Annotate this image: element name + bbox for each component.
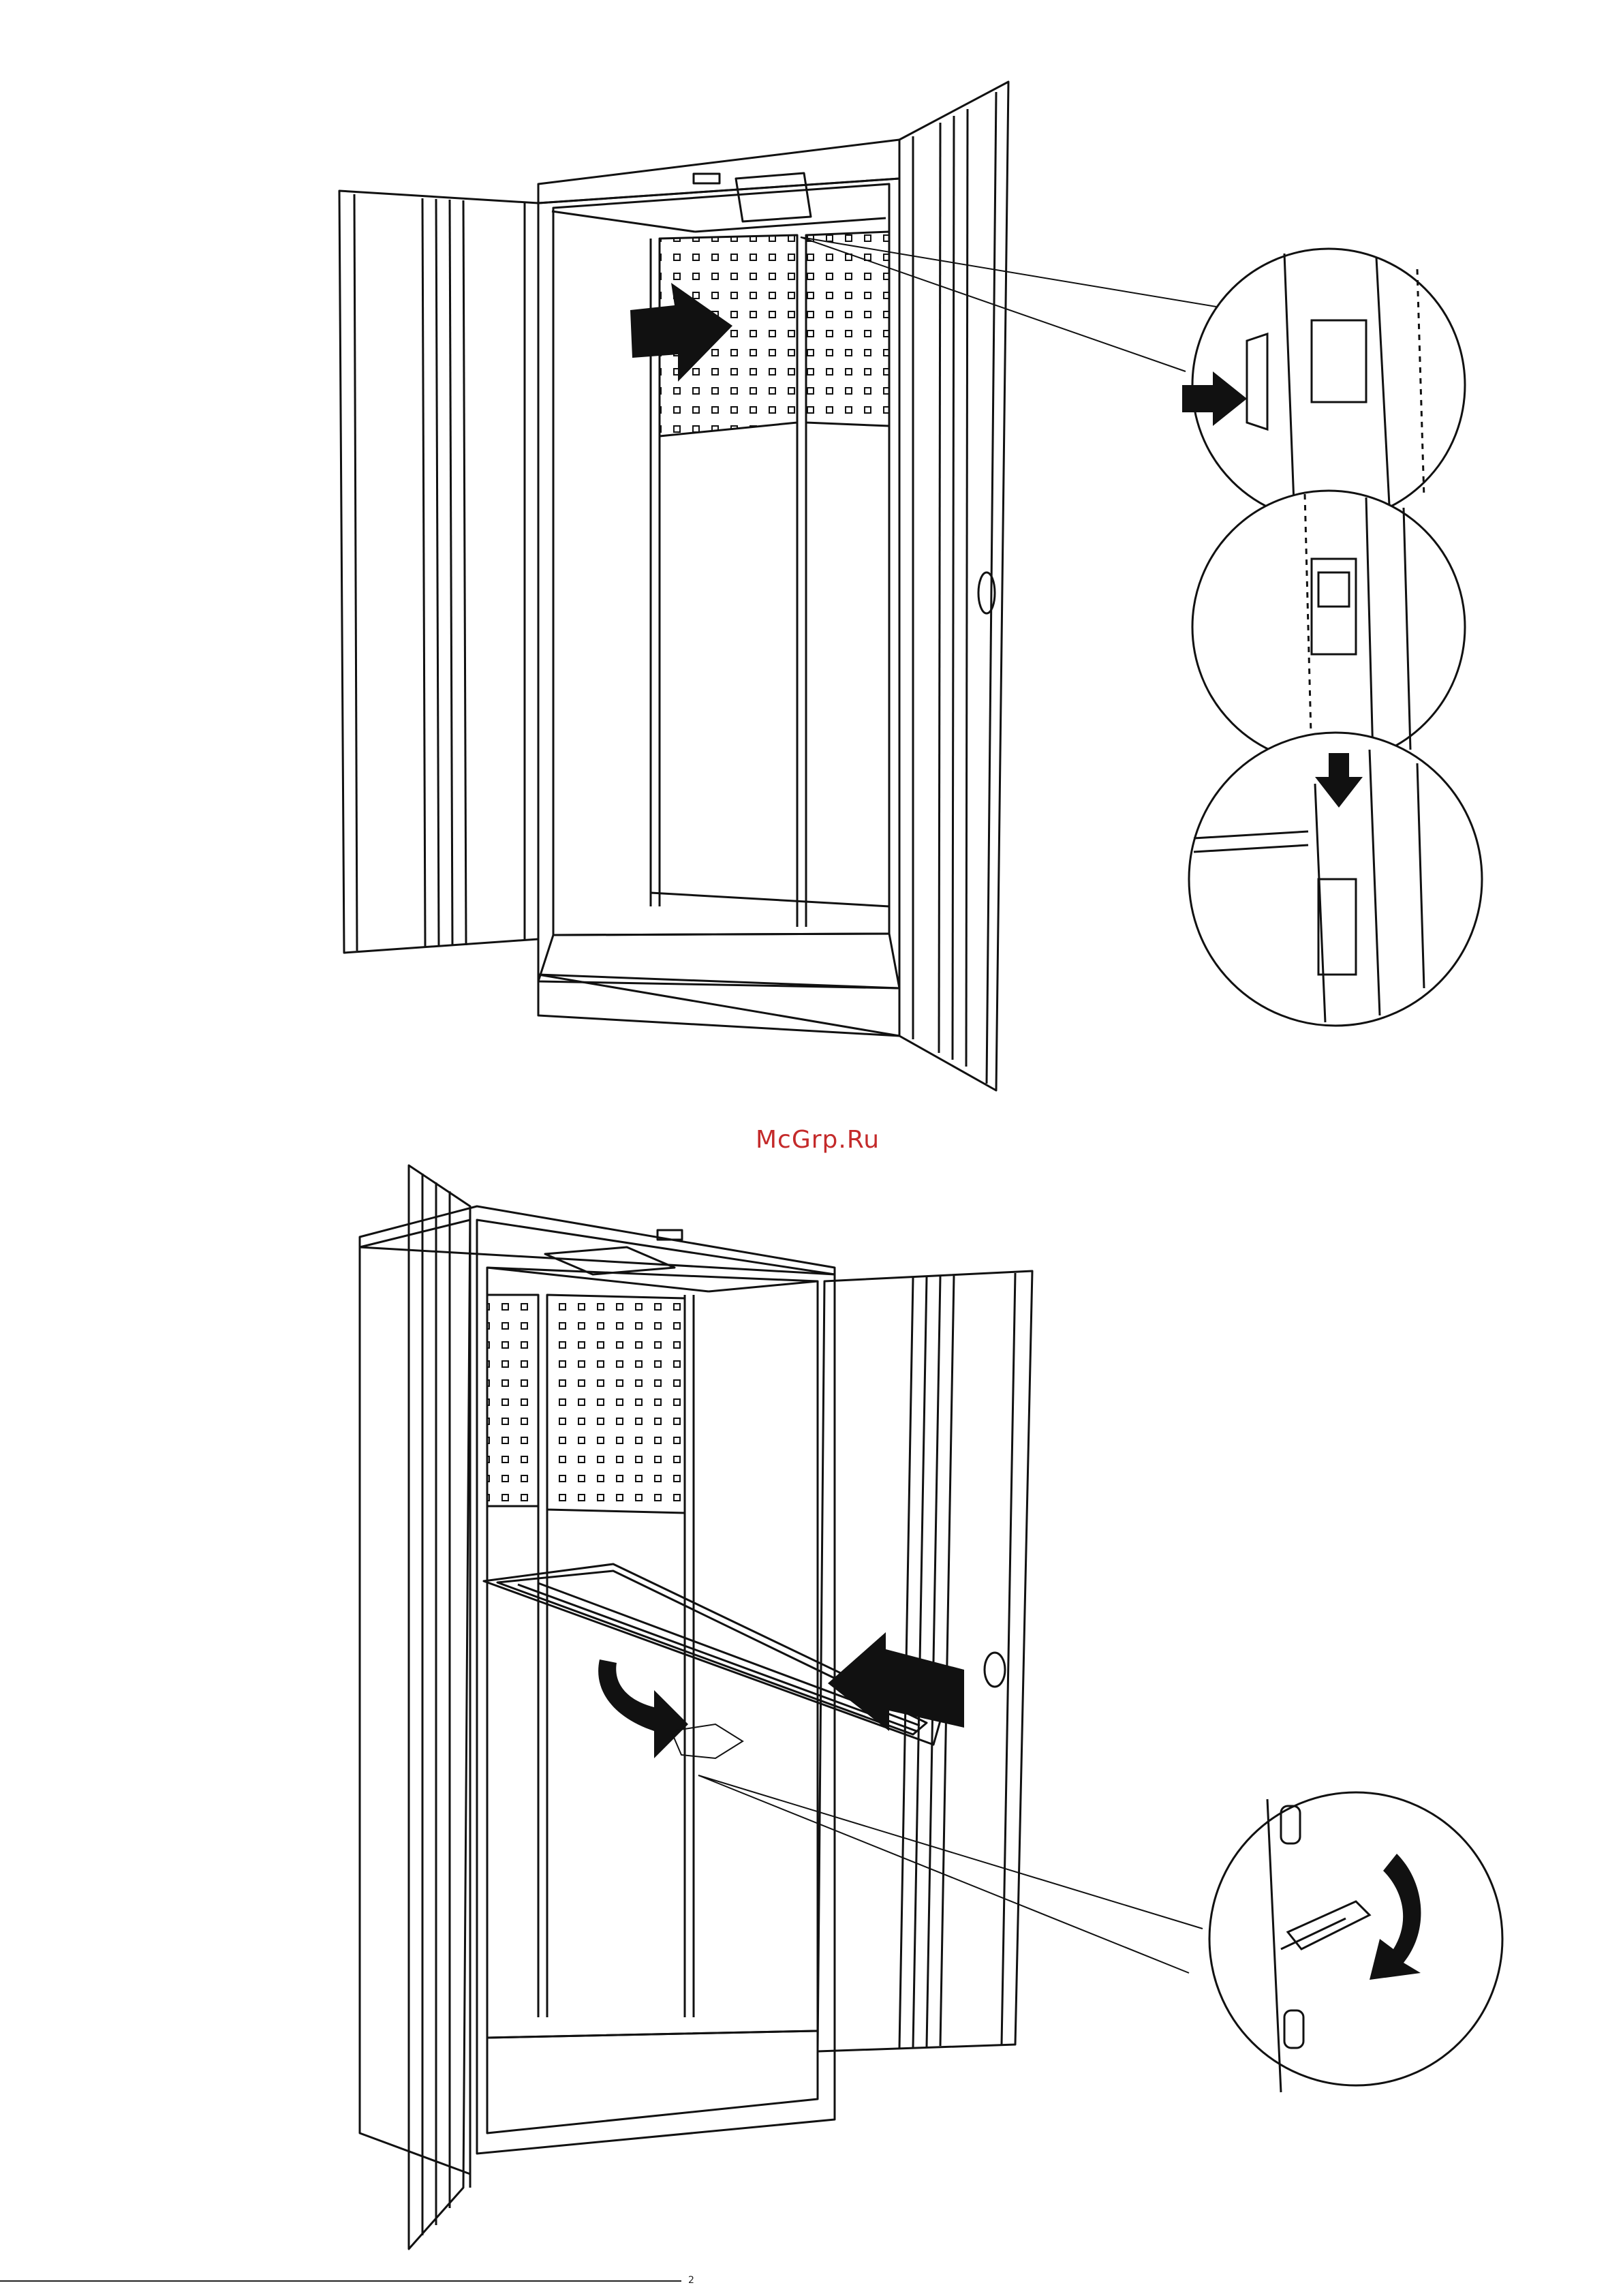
detail-view-4 <box>1209 1792 1502 2092</box>
rotate-arrow-outline-icon <box>671 1724 743 1758</box>
detail-view-1 <box>1192 249 1465 521</box>
callout-lines-2 <box>698 1775 1203 1973</box>
footer-rule <box>0 2280 681 2282</box>
detail-view-2 <box>1192 491 1465 763</box>
perforated-panel <box>487 1295 685 1513</box>
left-door <box>339 191 538 953</box>
footer-mark: 2 <box>688 2275 694 2286</box>
cabinet-body <box>538 140 899 1036</box>
left-door <box>409 1165 470 2249</box>
right-door <box>899 82 1008 1090</box>
figure-1-cabinet <box>339 82 1008 1090</box>
watermark: McGrp.Ru <box>736 1126 899 1154</box>
rotate-arrow-icon <box>598 1659 688 1758</box>
